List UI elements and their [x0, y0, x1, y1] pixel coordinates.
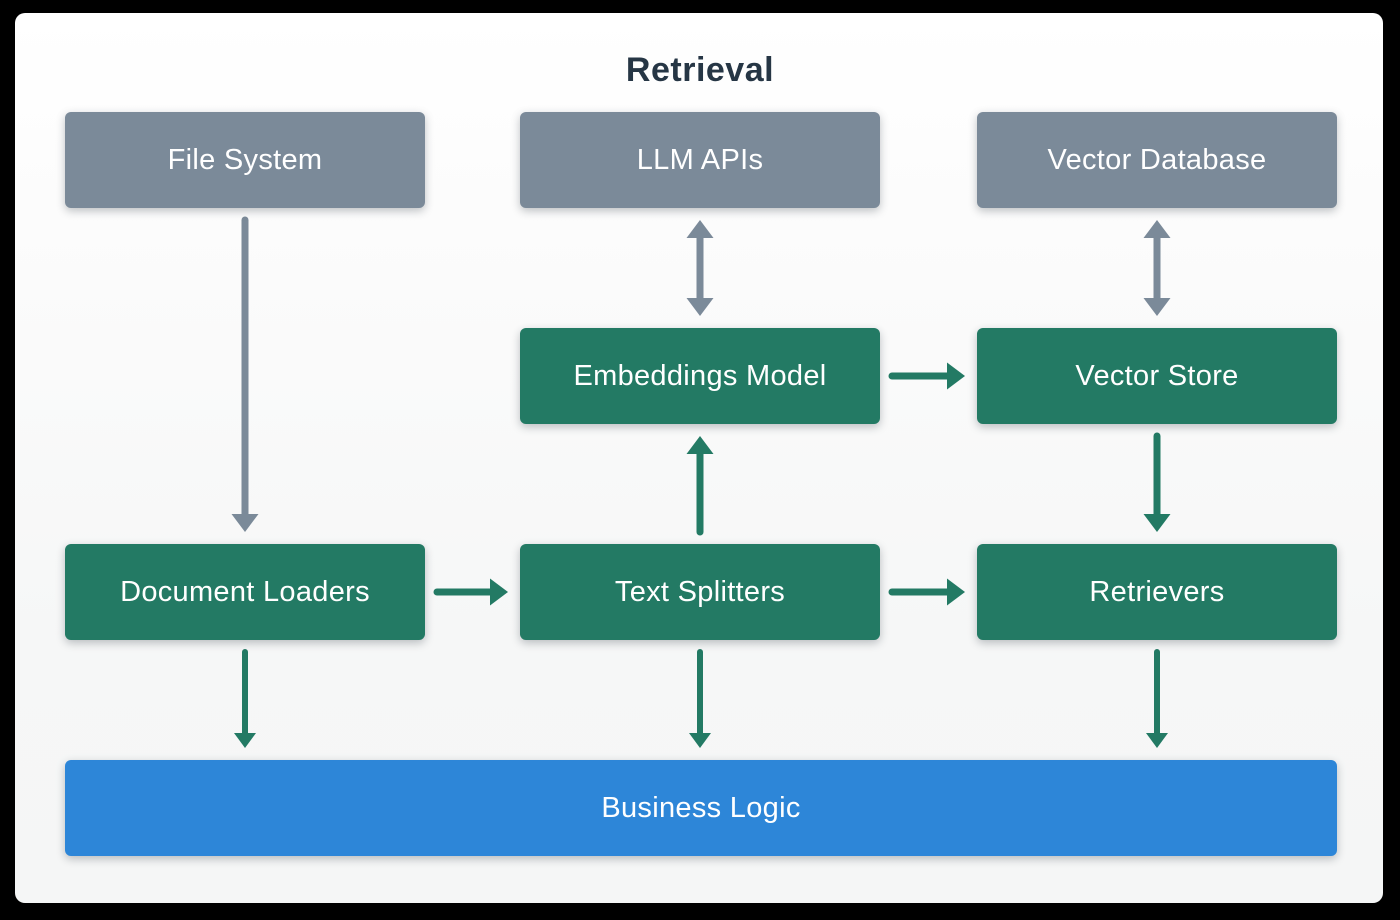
- node-label: Text Splitters: [614, 575, 786, 608]
- node-llm-apis: LLM APIs: [520, 112, 880, 208]
- node-label: File System: [167, 143, 323, 176]
- diagram-title: Retrieval: [625, 51, 775, 89]
- node-label: Retrievers: [1089, 575, 1225, 608]
- node-label: Vector Store: [1075, 359, 1239, 392]
- node-document-loaders: Document Loaders: [65, 544, 425, 640]
- node-retrievers: Retrievers: [977, 544, 1337, 640]
- node-label: LLM APIs: [636, 143, 764, 176]
- node-embeddings-model: Embeddings Model: [520, 328, 880, 424]
- node-label: Business Logic: [601, 791, 801, 824]
- node-business-logic: Business Logic: [65, 760, 1337, 856]
- node-file-system: File System: [65, 112, 425, 208]
- node-vector-database: Vector Database: [977, 112, 1337, 208]
- node-label: Embeddings Model: [573, 359, 827, 392]
- node-vector-store: Vector Store: [977, 328, 1337, 424]
- node-label: Vector Database: [1047, 143, 1267, 176]
- node-text-splitters: Text Splitters: [520, 544, 880, 640]
- node-label: Document Loaders: [120, 575, 370, 608]
